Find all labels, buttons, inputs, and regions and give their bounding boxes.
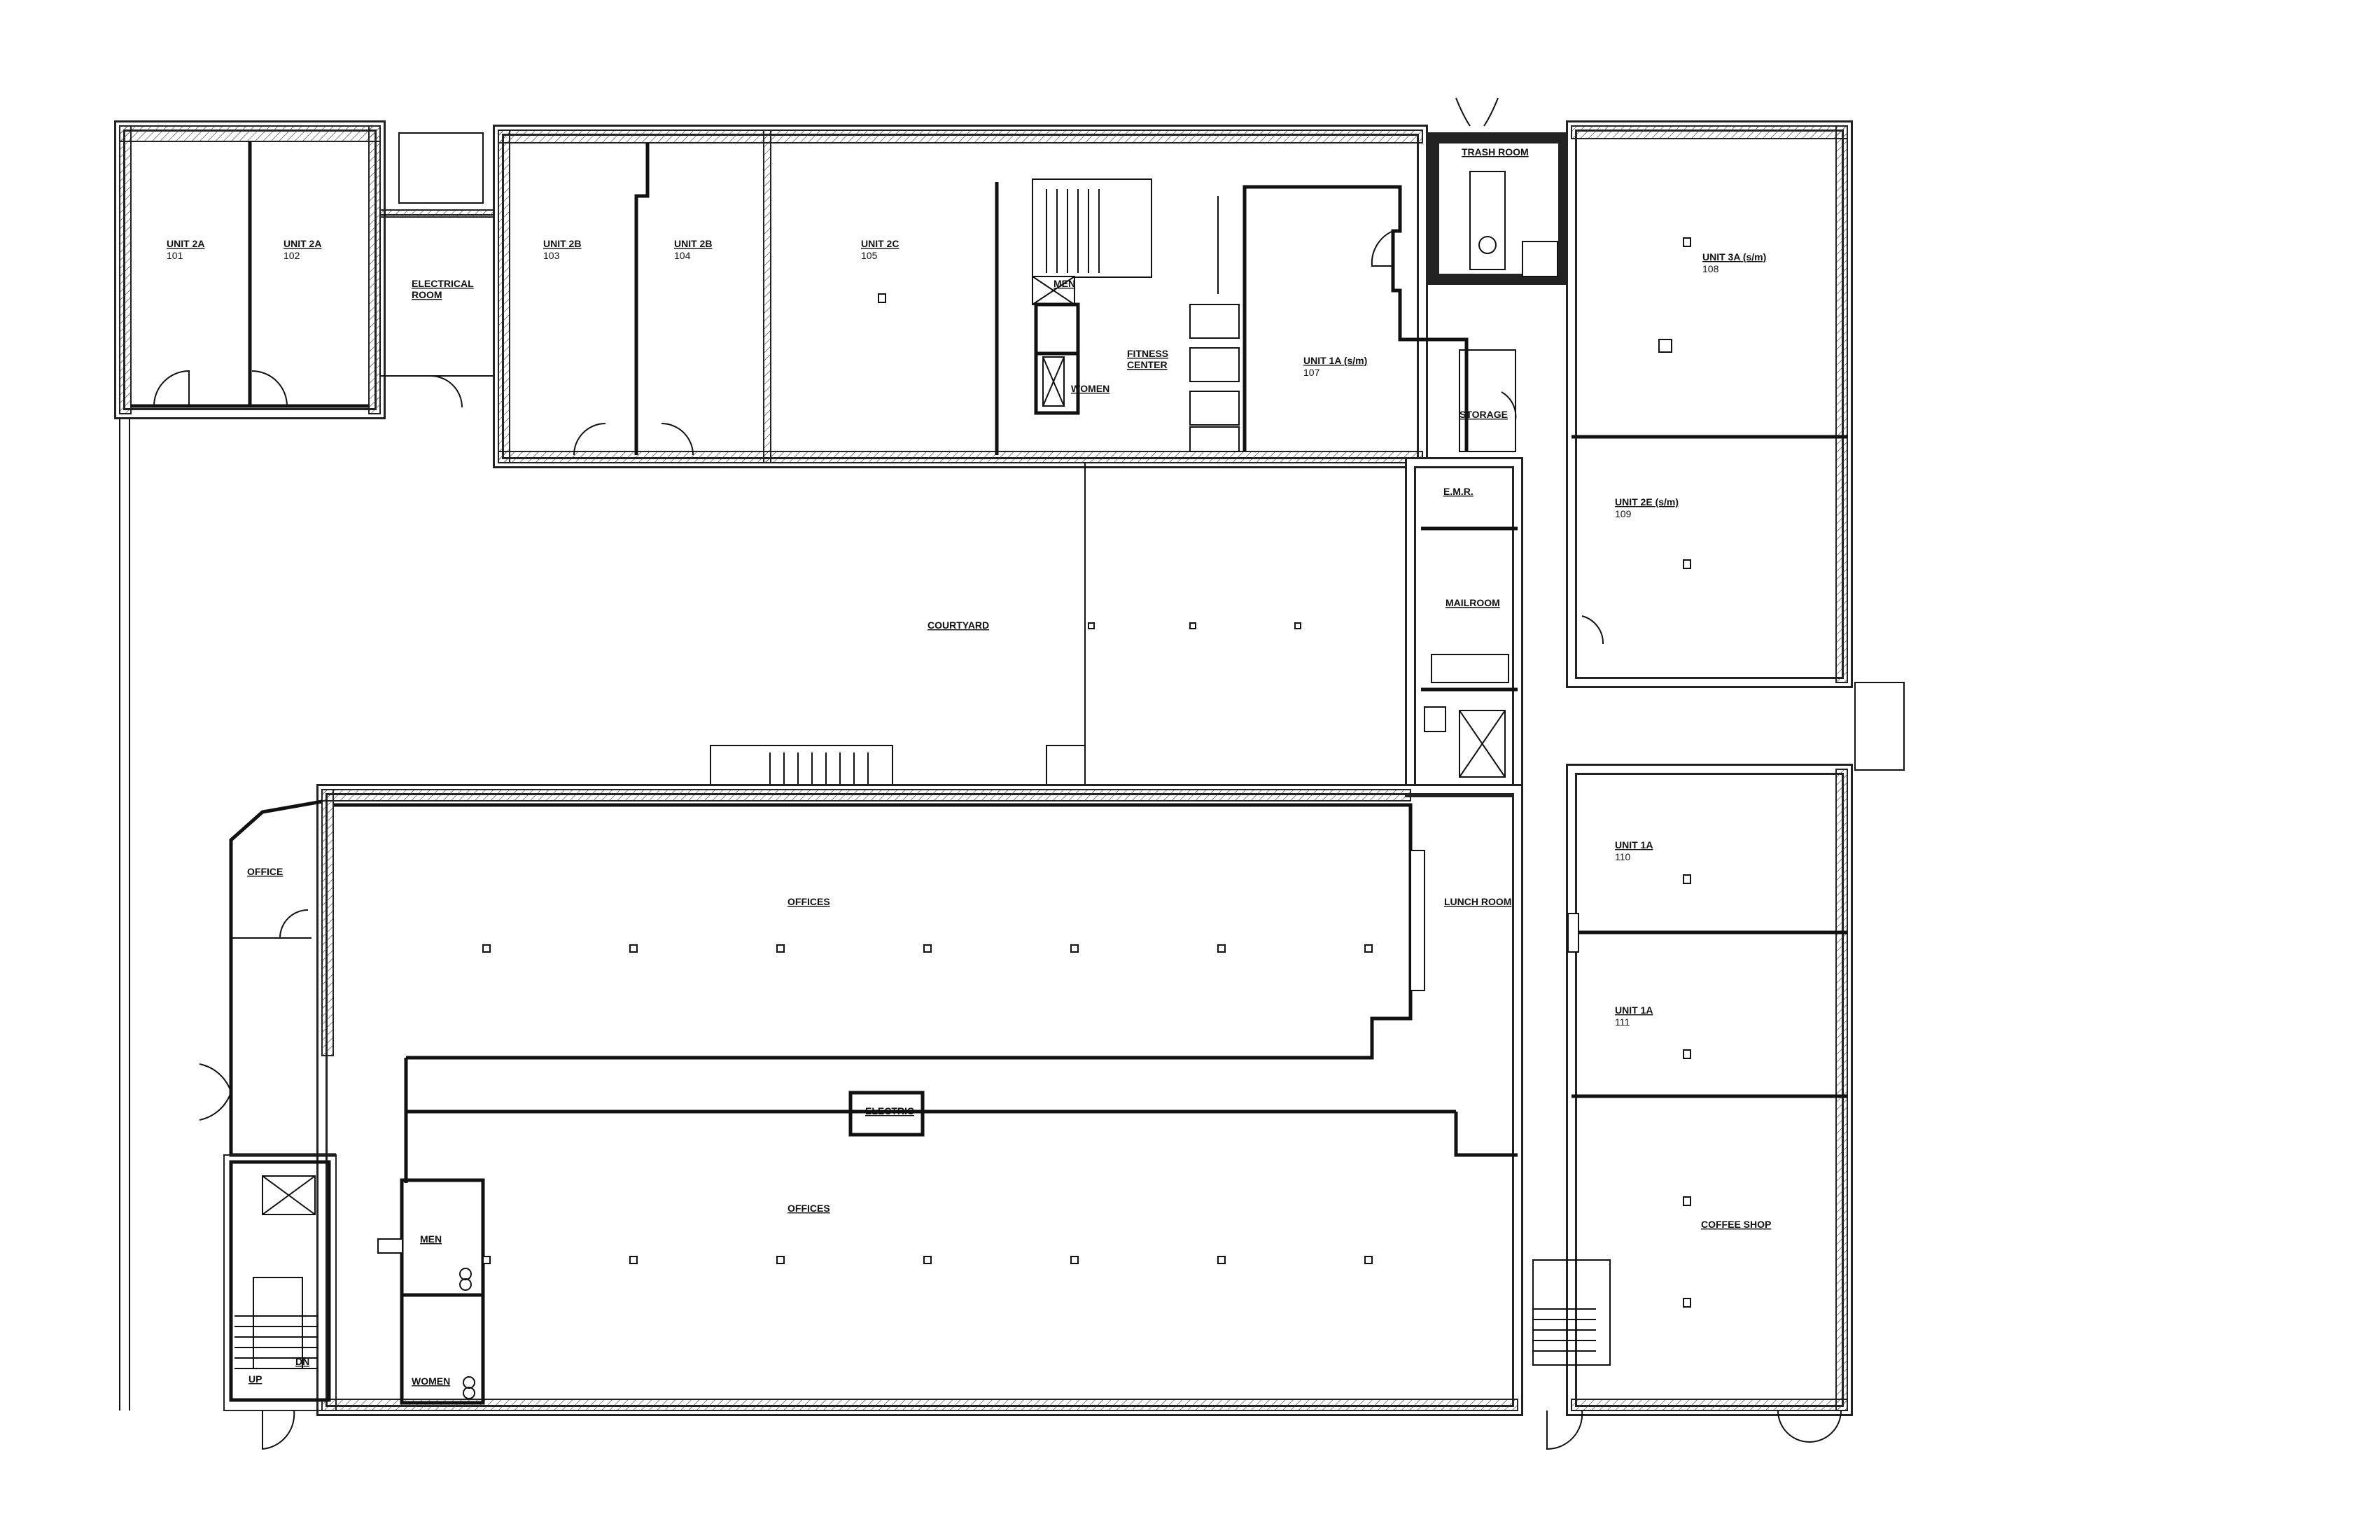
mailroom-label: MAILROOM: [1446, 597, 1500, 608]
unit-103-label: UNIT 2B: [543, 238, 581, 249]
unit-107-label: UNIT 1A (s/m): [1303, 355, 1367, 366]
electrical-room-label-2: ROOM: [412, 289, 442, 300]
unit-109-number: 109: [1615, 508, 1632, 519]
fitness-center-label: FITNESS: [1127, 348, 1168, 359]
offices-upper-label: OFFICES: [788, 896, 830, 907]
stair-upper: [1046, 189, 1100, 273]
east-building-south: [1532, 682, 1905, 1450]
unit-108-label: UNIT 3A (s/m): [1702, 251, 1766, 262]
ceiling-markers: [482, 237, 1691, 1308]
unit-109-label: UNIT 2E (s/m): [1615, 496, 1679, 507]
fitness-equipment: [1189, 196, 1240, 452]
trash-room-label: TRASH ROOM: [1462, 146, 1529, 158]
west-wing: [199, 799, 337, 1450]
men-upper-label: MEN: [1054, 278, 1075, 289]
north-building: [493, 125, 1517, 468]
unit-101-number: 101: [167, 250, 183, 261]
unit-108-number: 108: [1702, 263, 1719, 274]
unit-105-label: UNIT 2C: [861, 238, 899, 249]
main-office-building: [316, 784, 1523, 1416]
unit-104-number: 104: [674, 250, 691, 261]
men-lower-label: MEN: [420, 1233, 442, 1245]
stair-lower-left: [234, 1277, 318, 1369]
electrical-room-label: ELECTRICAL: [412, 278, 474, 289]
office-label: OFFICE: [247, 866, 283, 877]
courtyard: [710, 463, 1086, 790]
lunch-room-label: LUNCH ROOM: [1444, 896, 1511, 907]
unit-103-number: 103: [543, 250, 560, 261]
service-core: [1405, 457, 1523, 797]
unit-110-label: UNIT 1A: [1615, 839, 1653, 850]
stair-down-label: DN: [295, 1356, 309, 1367]
courtyard-label: COURTYARD: [927, 620, 989, 631]
coffee-shop-label: COFFEE SHOP: [1701, 1219, 1771, 1230]
unit-102-number: 102: [284, 250, 300, 261]
storage-label: STORAGE: [1460, 409, 1508, 420]
unit-102-label: UNIT 2A: [284, 238, 321, 249]
unit-101-label: UNIT 2A: [167, 238, 204, 249]
unit-107-number: 107: [1303, 367, 1320, 378]
electric-label: ELECTRIC: [865, 1105, 914, 1116]
unit-111-label: UNIT 1A: [1615, 1004, 1653, 1016]
unit-105-number: 105: [861, 250, 878, 261]
units-2a-block: [114, 120, 386, 419]
electrical-room: [379, 132, 499, 408]
unit-111-number: 111: [1615, 1016, 1630, 1028]
trash-room: [1428, 97, 1569, 285]
courtyard-stair: [769, 752, 869, 784]
offices-lower-label: OFFICES: [788, 1203, 830, 1214]
stair-up-label: UP: [248, 1373, 262, 1385]
fitness-center-label-2: CENTER: [1127, 359, 1168, 370]
women-upper-label: WOMEN: [1071, 383, 1110, 394]
unit-104-label: UNIT 2B: [674, 238, 712, 249]
stair-lower-right: [1533, 1308, 1596, 1352]
room-labels: UNIT 2A 101 UNIT 2A 102 ELECTRICAL ROOM …: [167, 146, 1771, 1387]
emr-label: E.M.R.: [1443, 486, 1474, 497]
restrooms-lower: [377, 1178, 485, 1405]
unit-110-number: 110: [1615, 851, 1631, 862]
east-building-north: [1566, 120, 1853, 688]
women-lower-label: WOMEN: [412, 1376, 450, 1387]
